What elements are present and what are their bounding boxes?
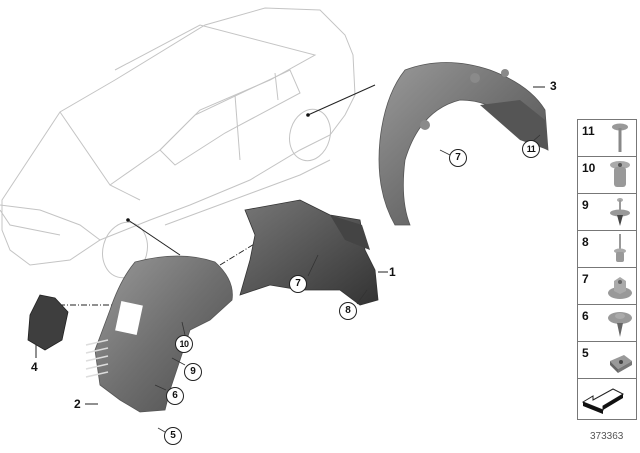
screw-icon bbox=[612, 123, 628, 152]
legend-item-6: 6 bbox=[578, 305, 636, 342]
washer-screw-icon bbox=[608, 312, 632, 337]
callout-part-2: 2 bbox=[74, 397, 81, 411]
fastener-ref-9: 9 bbox=[184, 363, 202, 381]
plastic-rivet-icon bbox=[610, 198, 630, 226]
legend-label: 7 bbox=[582, 272, 589, 286]
legend-label: 11 bbox=[582, 124, 595, 138]
fastener-ref-10: 10 bbox=[175, 335, 193, 353]
legend-item-11: 11 bbox=[578, 120, 636, 157]
car-outline bbox=[0, 7, 356, 279]
legend-label: 8 bbox=[582, 235, 589, 249]
legend-item-9: 9 bbox=[578, 194, 636, 231]
legend-item-10: 10 bbox=[578, 157, 636, 194]
legend-label: 5 bbox=[582, 346, 589, 360]
legend-item-7: 7 bbox=[578, 268, 636, 305]
fastener-ref-5: 5 bbox=[164, 427, 182, 445]
hex-flange-nut-icon bbox=[608, 277, 632, 299]
blind-rivet-icon bbox=[614, 234, 626, 262]
spring-nut-icon bbox=[610, 355, 632, 373]
expanding-nut-icon bbox=[610, 161, 630, 187]
legend-label: 6 bbox=[582, 309, 589, 323]
legend-label: 10 bbox=[582, 161, 596, 175]
front-liner-front-section bbox=[85, 255, 233, 413]
fastener-ref-6: 6 bbox=[166, 387, 184, 405]
figure-id: 373363 bbox=[590, 431, 624, 442]
fastener-ref-7-rear: 7 bbox=[449, 149, 467, 167]
cover-panel bbox=[27, 294, 69, 351]
callout-part-4: 4 bbox=[31, 360, 38, 374]
legend-item-5: 5 bbox=[578, 342, 636, 379]
legend-item-8: 8 bbox=[578, 231, 636, 268]
fastener-ref-7-front: 7 bbox=[289, 275, 307, 293]
legend-label: 9 bbox=[582, 198, 589, 212]
fastener-ref-11-rear: 11 bbox=[522, 140, 540, 158]
rear-wheel-arch-liner bbox=[378, 62, 549, 226]
fastener-ref-8: 8 bbox=[339, 302, 357, 320]
callout-part-3: 3 bbox=[550, 79, 557, 93]
legend-item-direction bbox=[578, 379, 636, 419]
callout-part-1: 1 bbox=[389, 265, 396, 279]
leader-lines bbox=[35, 84, 545, 405]
front-liner-rear-section bbox=[239, 199, 379, 306]
direction-arrow-icon bbox=[581, 388, 625, 414]
fastener-legend: 11 10 9 8 7 6 5 bbox=[577, 119, 637, 420]
